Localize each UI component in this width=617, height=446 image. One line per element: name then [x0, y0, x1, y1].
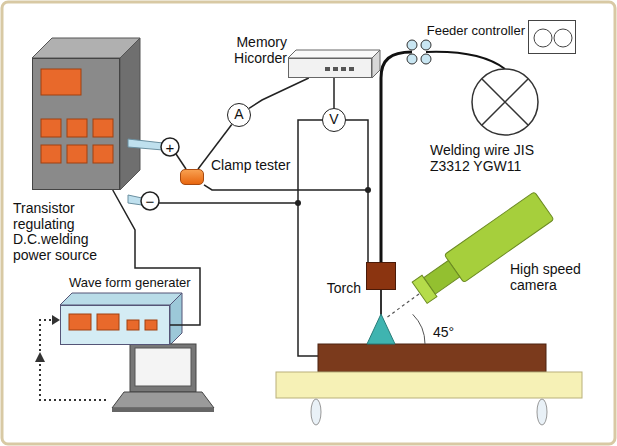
node-label: A [228, 104, 250, 126]
terminal-sign: − [140, 191, 160, 211]
wire-feeder [482, 79, 528, 125]
terminals [161, 138, 179, 156]
high-speed-camera: High speed camera [410, 180, 600, 310]
nozzle-and-work [537, 399, 547, 425]
power-source: Transistor regulating D.C.welding power … [32, 58, 120, 190]
power-source-shape [33, 59, 119, 189]
wire-feeder [407, 54, 417, 64]
feeder-controller-shape [529, 21, 575, 53]
hicorder-body [288, 50, 380, 78]
nozzle-and-work [276, 372, 582, 398]
clamp-tester: Clamp tester [180, 169, 204, 185]
nozzle-and-work [367, 314, 395, 344]
feeder-controller: Feeder controller [528, 20, 576, 54]
wire-connector [333, 78, 335, 108]
power-source-body [120, 38, 140, 190]
voltmeter: V [322, 108, 346, 132]
circuit-wires [159, 120, 368, 356]
wire-feeder [421, 54, 431, 64]
wire-feeder [472, 69, 538, 135]
wire-connector [204, 185, 368, 262]
node-label: Transistor regulating D.C.welding power … [13, 201, 118, 264]
hicorder-body [288, 50, 380, 58]
node-label: Feeder controller [427, 24, 525, 39]
wire-feeder [421, 40, 431, 50]
nozzle-and-work [276, 290, 582, 425]
node-label: High speed camera [510, 262, 592, 293]
power-source-body [128, 195, 142, 205]
laptop [112, 344, 214, 412]
laptop [112, 408, 214, 412]
wire-feeder [426, 52, 505, 69]
ammeter: A [227, 103, 251, 127]
part-label: Welding wire JIS Z3312 YGW11 [430, 143, 560, 174]
node-label: Wave form generater [69, 276, 191, 291]
circuit-wires [176, 154, 186, 169]
memory-hicorder: Memory Hicorder [288, 58, 372, 78]
nozzle-and-work [311, 399, 321, 425]
junction-dots [295, 200, 301, 206]
laptop [112, 392, 214, 408]
terminal-sign: + [160, 137, 180, 157]
nozzle-and-work [380, 290, 382, 316]
nozzle-and-work [318, 344, 546, 372]
wire-feeder [381, 52, 412, 262]
circuit-wires [345, 120, 368, 190]
nozzle-and-work [386, 294, 419, 318]
laptop [130, 344, 196, 392]
power-source-body [128, 139, 163, 150]
wave-generator-body [170, 293, 182, 345]
angle-label: 45° [433, 325, 454, 341]
wire-connector [249, 78, 309, 108]
wave-form-generator: Wave form generater [60, 305, 170, 345]
high-speed-camera-shape [410, 180, 600, 310]
control-signal-arrow [35, 352, 45, 362]
node-label: Memory Hicorder [209, 35, 287, 66]
node-label: Clamp tester [211, 158, 290, 174]
terminals [141, 138, 179, 210]
hicorder-body [372, 50, 380, 78]
torch: Torch [366, 262, 396, 290]
wave-generator-body [60, 293, 182, 345]
terminals [141, 192, 159, 210]
nozzle-and-work [413, 314, 425, 344]
wire-feeder [407, 40, 417, 50]
wave-form-generator-shape [61, 306, 169, 344]
node-label: Torch [327, 281, 361, 297]
memory-hicorder-shape [289, 59, 371, 77]
control-signal-arrow [52, 315, 60, 325]
wave-generator-body [60, 293, 182, 305]
node-label: V [323, 109, 345, 131]
laptop [135, 348, 191, 386]
power-source-body [32, 38, 163, 205]
